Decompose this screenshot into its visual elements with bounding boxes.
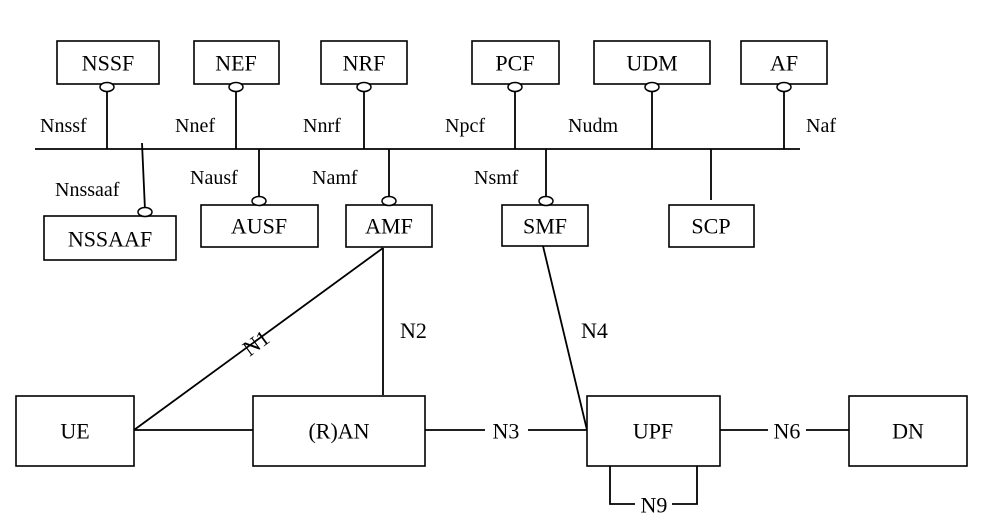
nudm-endpoint [644, 81, 660, 93]
smf-label: SMF [523, 214, 567, 239]
udm-node: UDM [593, 40, 711, 85]
nnssf-endpoint [99, 81, 115, 93]
nnef-endpoint [228, 81, 244, 93]
n9-loop-left [609, 466, 635, 505]
n6-label: N6 [774, 419, 801, 444]
smf-node: SMF [501, 204, 589, 247]
nausf-endpoint [251, 195, 267, 207]
nausf-label: Nausf [190, 167, 238, 189]
nssf-node: NSSF [56, 40, 160, 85]
naf-label: Naf [806, 115, 836, 137]
ausf-label: AUSF [231, 214, 287, 239]
naf-endpoint [776, 81, 792, 93]
n9-label: N9 [641, 493, 668, 518]
nrf-label: NRF [343, 51, 386, 76]
nssaaf-label: NSSAAF [68, 227, 152, 252]
npcf-endpoint [507, 81, 523, 93]
n1-link [133, 247, 384, 431]
n4-label: N4 [581, 318, 608, 343]
nudm-label: Nudm [568, 115, 618, 137]
nef-node: NEF [193, 40, 280, 85]
nssf-label: NSSF [82, 51, 135, 76]
nnrf-endpoint [356, 81, 372, 93]
udm-label: UDM [626, 51, 677, 76]
nssaaf-node: NSSAAF [43, 215, 177, 261]
scp-label: SCP [691, 214, 730, 239]
dn-label: DN [892, 419, 924, 444]
nef-label: NEF [215, 51, 257, 76]
nrf-node: NRF [320, 40, 408, 85]
ran-node: (R)AN [252, 395, 426, 467]
ue-node: UE [15, 395, 135, 467]
dn-node: DN [848, 395, 968, 467]
af-node: AF [740, 40, 828, 85]
amf-node: AMF [345, 204, 433, 248]
namf-label: Namf [312, 167, 358, 189]
n4-link [542, 245, 588, 431]
n9-loop-right [672, 466, 698, 505]
ausf-node: AUSF [200, 204, 319, 248]
amf-label: AMF [365, 214, 413, 239]
nssaaf-bus-link [141, 142, 146, 211]
scp-node: SCP [668, 204, 755, 248]
namf-endpoint [381, 195, 397, 207]
nnrf-label: Nnrf [303, 115, 341, 137]
af-label: AF [770, 51, 798, 76]
n3-label: N3 [493, 419, 520, 444]
nnssaaf-label: Nnssaaf [55, 179, 120, 201]
nnssaaf-endpoint [137, 206, 153, 218]
npcf-label: Npcf [445, 115, 485, 137]
ue-label: UE [60, 419, 89, 444]
nsmf-label: Nsmf [474, 167, 519, 189]
upf-node: UPF [586, 395, 721, 467]
pcf-node: PCF [471, 40, 560, 85]
nsmf-endpoint [538, 195, 554, 207]
nnssf-label: Nnssf [40, 115, 87, 137]
nnef-label: Nnef [175, 115, 215, 137]
n2-label: N2 [400, 318, 427, 343]
ran-label: (R)AN [308, 419, 369, 444]
pcf-label: PCF [495, 51, 534, 76]
upf-label: UPF [633, 419, 673, 444]
